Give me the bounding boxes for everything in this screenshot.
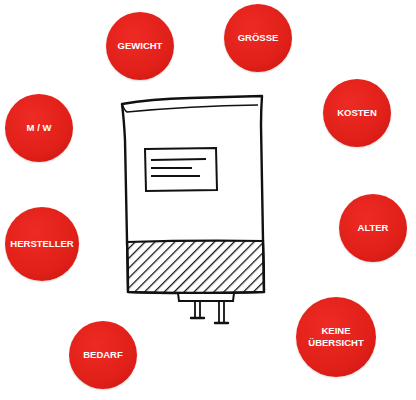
topic-circle: GEWICHT	[106, 12, 174, 80]
topic-label: GRÖSSE	[238, 32, 279, 44]
topic-circle: KOSTEN	[323, 79, 391, 147]
topic-label: KOSTEN	[337, 107, 377, 119]
topic-label: HERSTELLER	[10, 238, 73, 250]
topic-label: M / W	[27, 122, 52, 134]
topic-circle: GRÖSSE	[224, 4, 292, 72]
topic-label: BEDARF	[83, 349, 123, 361]
topic-circle: HERSTELLER	[5, 207, 79, 281]
topic-label: ALTER	[358, 222, 389, 234]
topic-label: GEWICHT	[118, 40, 163, 52]
topic-label: KEINE ÜBERSICHT	[301, 325, 371, 349]
topic-circle: KEINE ÜBERSICHT	[296, 297, 376, 377]
topic-circle: M / W	[5, 94, 73, 162]
topic-circle: ALTER	[339, 194, 407, 262]
topic-circle: BEDARF	[69, 321, 137, 389]
